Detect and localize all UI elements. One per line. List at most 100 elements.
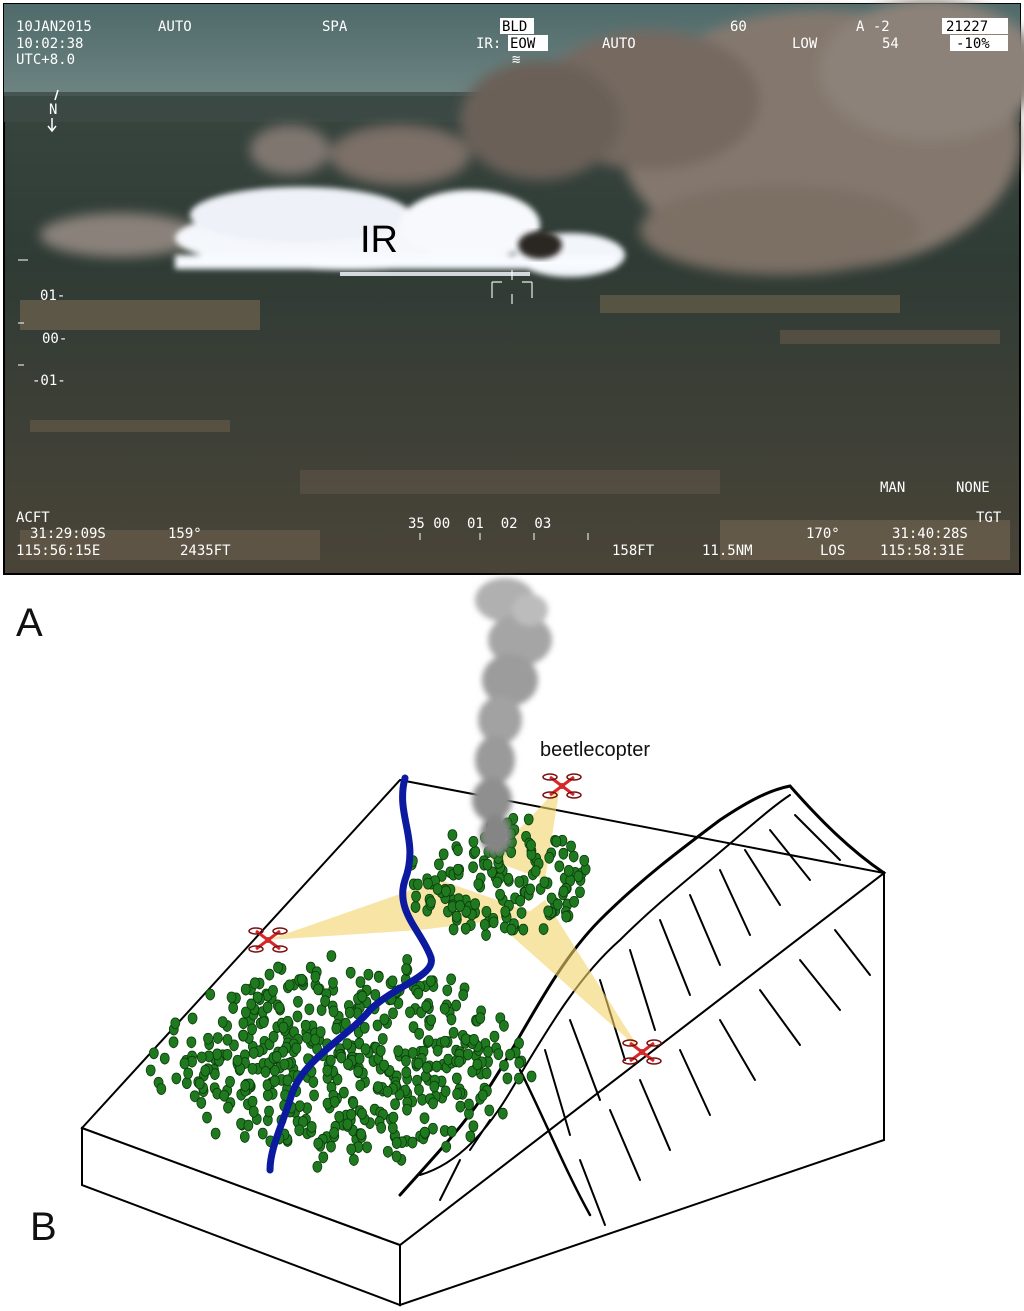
tree-icon xyxy=(387,1122,398,1135)
tree-icon xyxy=(292,1010,303,1023)
tree-icon xyxy=(446,1013,457,1026)
tree-icon xyxy=(326,1140,336,1153)
tree-icon xyxy=(260,1066,271,1078)
smoke-column xyxy=(472,578,552,855)
tree-icon xyxy=(205,988,216,1001)
tree-icon xyxy=(390,1098,400,1111)
hud-pct-box xyxy=(950,35,1008,51)
river xyxy=(266,774,435,1174)
tree-icon xyxy=(325,1054,336,1067)
tree-icon xyxy=(495,888,505,901)
tree-icon xyxy=(518,923,529,936)
hud-acft: ACFT xyxy=(16,510,50,526)
tree-icon xyxy=(499,1059,509,1072)
tree-icon xyxy=(561,910,572,923)
tree-icon xyxy=(460,922,471,935)
tree-icon xyxy=(514,876,525,888)
tree-icon xyxy=(419,1112,430,1125)
tree-icon xyxy=(563,865,574,877)
north-arrow-icon xyxy=(47,89,59,133)
tree-icon xyxy=(357,1107,367,1120)
tree-icon xyxy=(526,848,537,861)
tree-icon xyxy=(523,813,534,826)
tree-icon xyxy=(212,1032,223,1044)
tree-icon xyxy=(240,983,251,996)
heading-ticks xyxy=(419,533,589,540)
tree-icon xyxy=(322,1064,333,1077)
hud-acft-heading: 159° xyxy=(168,526,202,542)
tree-icon xyxy=(257,1127,268,1140)
panel-b-letter: B xyxy=(30,1205,57,1249)
beetlecopter-icon xyxy=(542,773,582,799)
tree-icon xyxy=(243,1119,254,1132)
tree-icon xyxy=(452,1088,463,1101)
tree-icon xyxy=(159,1052,170,1065)
tree-icon xyxy=(223,1101,233,1114)
hud-low: LOW xyxy=(792,36,818,52)
tree-icon xyxy=(342,1118,353,1131)
tree-icon xyxy=(426,1014,437,1027)
tree-icon xyxy=(492,876,503,889)
tree-icon xyxy=(448,1026,459,1039)
tree-icon xyxy=(388,1007,398,1020)
tree-icon xyxy=(247,1023,257,1036)
tree-icon xyxy=(363,968,374,981)
tree-icon xyxy=(179,1057,190,1070)
tree-icon xyxy=(460,1033,471,1046)
tree-icon xyxy=(500,905,511,918)
tree-icon xyxy=(382,1145,393,1158)
hud-time: 10:02:38 xyxy=(16,36,83,52)
tree-icon xyxy=(454,1055,465,1068)
tree-icon xyxy=(493,1048,504,1061)
beetlecopter-icon xyxy=(622,1039,662,1065)
tree-icon xyxy=(526,1070,537,1083)
tree-icon xyxy=(440,1035,450,1048)
tree-icon xyxy=(379,1059,389,1072)
tree-icon xyxy=(481,1067,492,1080)
tree-icon xyxy=(451,1072,462,1085)
tree-icon xyxy=(554,860,565,873)
tree-icon xyxy=(248,1047,259,1060)
tree-icon xyxy=(148,1047,159,1060)
hud-scale-01-top: 01- xyxy=(40,288,65,304)
tree-icon xyxy=(373,971,384,983)
tree-icon xyxy=(181,1077,192,1090)
tree-icon xyxy=(320,995,330,1008)
tree-icon xyxy=(210,1127,221,1140)
tree-icon xyxy=(446,1125,457,1138)
hud-top-box-value: 21227 xyxy=(946,19,988,35)
hud-acft-lat: 31:29:09S xyxy=(30,526,106,542)
tree-icon xyxy=(379,1013,390,1026)
tree-icon xyxy=(420,1070,431,1083)
tree-icon xyxy=(387,975,398,988)
tree-icon xyxy=(468,1120,479,1133)
tree-icon xyxy=(187,1012,198,1025)
tree-icon xyxy=(407,1047,418,1059)
tree-icon xyxy=(346,1143,357,1156)
tree-icon xyxy=(360,1043,371,1056)
tree-icon xyxy=(431,1060,442,1073)
tree-icon xyxy=(268,984,278,997)
tree-icon xyxy=(407,1136,418,1149)
tree-icon xyxy=(391,1150,402,1163)
tree-icon xyxy=(345,966,356,979)
tree-icon xyxy=(446,973,457,986)
tree-icon xyxy=(279,1058,290,1071)
hud-mode-auto: AUTO xyxy=(158,19,192,35)
tree-icon xyxy=(516,907,527,919)
tree-icon xyxy=(425,975,436,988)
tree-icon xyxy=(376,1122,387,1134)
tree-icon xyxy=(318,1151,329,1164)
hud-tgt-lon: 115:58:31E xyxy=(880,543,964,559)
tree-icon xyxy=(196,1097,207,1109)
tree-icon xyxy=(468,836,479,848)
smoke-plumes xyxy=(40,0,1024,275)
tree-icon xyxy=(308,1076,319,1089)
tree-icon xyxy=(228,1002,239,1015)
tree-icon xyxy=(232,1054,243,1067)
tree-icon xyxy=(294,1100,305,1113)
beetlecopter-icon xyxy=(248,927,288,953)
tree-icon xyxy=(426,896,436,909)
tree-icon xyxy=(355,976,366,989)
